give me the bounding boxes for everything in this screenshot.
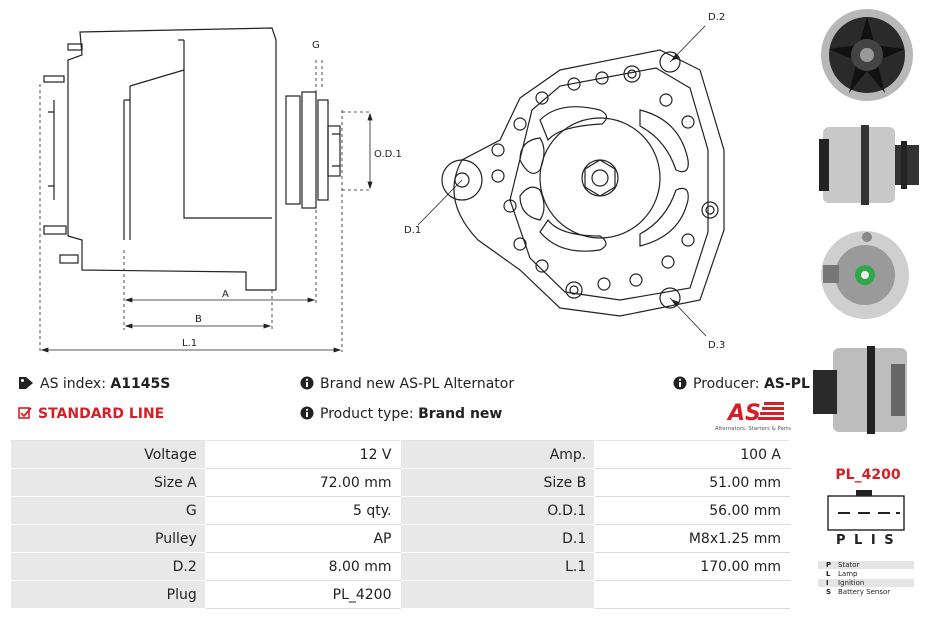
spec-value: 170.00 mm xyxy=(594,552,790,581)
product-line: STANDARD LINE xyxy=(18,406,164,422)
legend-value: Ignition xyxy=(838,579,865,587)
legend-key: I xyxy=(826,579,829,587)
legend-value: Battery Sensor xyxy=(838,588,891,596)
product-type: Product type: Brand new xyxy=(300,406,502,422)
as-index: AS index: A1145S xyxy=(18,376,170,392)
alternator-side-view xyxy=(67,27,277,291)
legend-row: I Ignition xyxy=(818,579,914,588)
plug-pins: P L I S xyxy=(836,533,896,548)
label-a: A xyxy=(222,289,229,300)
label-od1: O.D.1 xyxy=(374,149,402,160)
product-photo-rear[interactable] xyxy=(805,225,923,325)
spec-label: D.1 xyxy=(399,524,596,553)
label-d3: D.3 xyxy=(708,340,725,351)
spec-value: 8.00 mm xyxy=(204,552,401,581)
label-l1: L.1 xyxy=(182,338,197,349)
legend-row: L Lamp xyxy=(818,570,914,579)
spec-value: PL_4200 xyxy=(204,580,401,609)
spec-value: 56.00 mm xyxy=(594,496,790,525)
product-type-label: Product type: xyxy=(320,406,414,422)
logo-tagline: Alternators, Starters & Parts xyxy=(715,426,791,432)
producer-value: AS-PL xyxy=(763,376,810,392)
brand-info: Brand new AS-PL Alternator xyxy=(300,376,514,392)
legend-value: Stator xyxy=(838,561,860,569)
spec-value xyxy=(594,580,790,609)
spec-label xyxy=(399,580,596,609)
spec-label: O.D.1 xyxy=(399,496,596,525)
info-icon xyxy=(300,406,314,420)
checkbox-icon xyxy=(18,407,32,419)
spec-label: Amp. xyxy=(399,440,596,469)
spec-value: 72.00 mm xyxy=(204,468,401,497)
as-index-label: AS index: xyxy=(40,376,106,392)
plug-title: PL_4200 xyxy=(835,467,901,483)
legend-key: P xyxy=(826,561,832,569)
tag-icon xyxy=(19,377,33,389)
spec-value: 51.00 mm xyxy=(594,468,790,497)
product-gallery xyxy=(800,0,933,620)
spec-label: Size B xyxy=(399,468,596,497)
label-g: G xyxy=(312,40,320,51)
product-line-label: STANDARD LINE xyxy=(38,406,165,422)
legend-key: S xyxy=(826,588,832,596)
label-b: B xyxy=(195,314,202,325)
logo-mark: AS xyxy=(726,401,761,426)
producer: Producer: AS-PL xyxy=(673,376,810,392)
spec-label: Size A xyxy=(10,468,206,497)
spec-value: M8x1.25 mm xyxy=(594,524,790,553)
product-type-value: Brand new xyxy=(418,406,503,422)
technical-drawing: G O.D.1 A B L.1 D.1 D.2 D.3 xyxy=(39,12,725,353)
producer-label: Producer: xyxy=(693,376,760,392)
as-pl-logo: AS Alternators, Starters & Parts xyxy=(715,401,791,432)
plug-diagram xyxy=(827,490,905,531)
as-index-value: A1145S xyxy=(110,376,171,392)
spec-label: D.2 xyxy=(10,552,206,581)
spec-value: AP xyxy=(204,524,401,553)
legend-row: S Battery Sensor xyxy=(818,588,914,597)
label-d1: D.1 xyxy=(404,225,421,236)
spec-label: Pulley xyxy=(10,524,206,553)
spec-value: 12 V xyxy=(204,440,401,469)
product-photo-side-2[interactable] xyxy=(805,340,923,440)
legend-value: Lamp xyxy=(838,570,858,578)
info-icon xyxy=(300,376,314,390)
info-icon xyxy=(673,376,687,390)
spec-value: 5 qty. xyxy=(204,496,401,525)
spec-label: Voltage xyxy=(10,440,206,469)
legend-row: P Stator xyxy=(818,561,914,570)
legend-key: L xyxy=(826,570,831,578)
spec-label: L.1 xyxy=(399,552,596,581)
brand-text: Brand new AS-PL Alternator xyxy=(320,376,515,392)
alternator-front-view xyxy=(453,49,725,317)
product-photo-side[interactable] xyxy=(805,115,923,215)
spec-label: G xyxy=(10,496,206,525)
spec-value: 100 A xyxy=(594,440,790,469)
spec-label: Plug xyxy=(10,580,206,609)
product-photo-front[interactable] xyxy=(805,5,923,105)
label-d2: D.2 xyxy=(708,12,725,23)
